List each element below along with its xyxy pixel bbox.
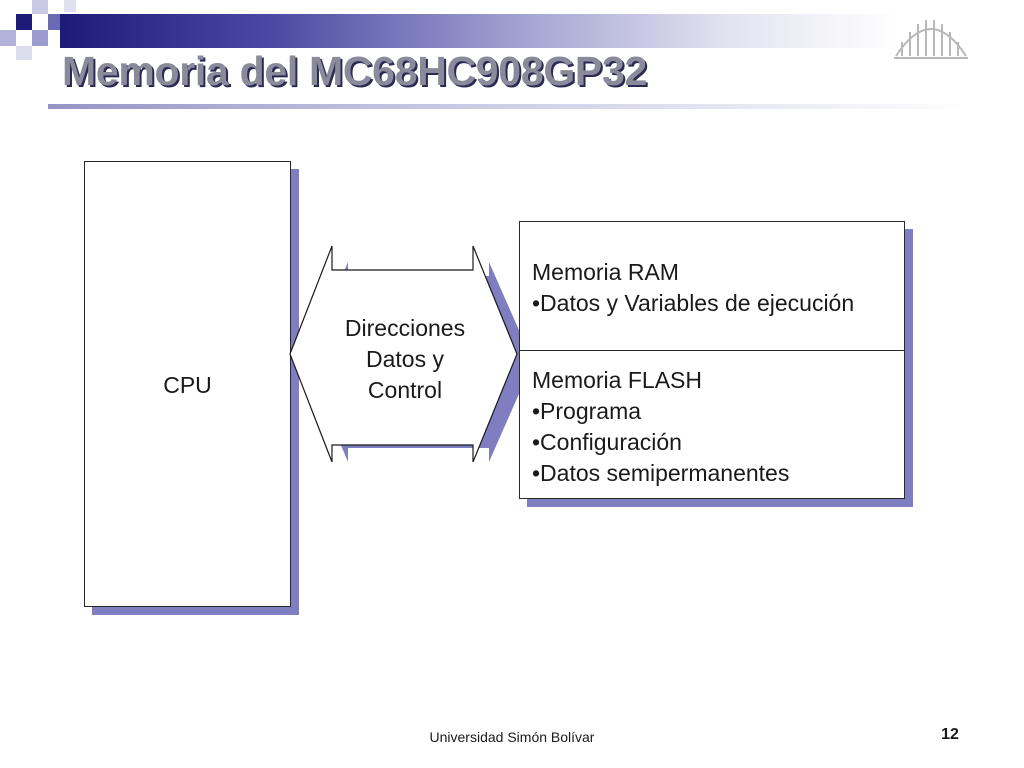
bus-label-line: Control xyxy=(367,377,443,403)
bus-label-line: Datos y xyxy=(366,346,444,372)
page-number: 12 xyxy=(941,726,959,743)
cpu-box: CPU xyxy=(84,161,291,607)
decor-square xyxy=(16,46,32,60)
decor-square xyxy=(32,0,48,14)
title-underline xyxy=(48,104,968,109)
ram-title: Memoria RAM xyxy=(532,259,679,285)
bus-label: Direcciones Datos y Control xyxy=(330,313,480,406)
decor-square xyxy=(64,0,76,12)
memory-divider xyxy=(520,350,904,351)
memory-box: Memoria RAM •Datos y Variables de ejecuc… xyxy=(519,221,905,499)
footer-university: Universidad Simón Bolívar xyxy=(429,729,595,745)
flash-section: Memoria FLASH •Programa •Configuración •… xyxy=(532,365,900,489)
university-logo-icon xyxy=(894,20,968,59)
bus-label-line: Direcciones xyxy=(344,315,466,341)
flash-title: Memoria FLASH xyxy=(532,367,702,393)
bus-arrow-shape xyxy=(289,245,518,463)
flash-item: •Configuración xyxy=(532,429,682,455)
ram-item: •Datos y Variables de ejecución xyxy=(532,290,855,316)
header-band xyxy=(60,14,900,48)
page-title: Memoria del MC68HC908GP32 xyxy=(62,48,647,94)
flash-item: •Programa xyxy=(532,398,642,424)
cpu-label: CPU xyxy=(163,372,212,398)
decor-square xyxy=(0,30,16,46)
decor-square xyxy=(16,14,32,30)
ram-section: Memoria RAM •Datos y Variables de ejecuc… xyxy=(532,257,900,319)
flash-item: •Datos semipermanentes xyxy=(532,460,790,486)
bus-arrow xyxy=(289,245,533,463)
decor-square xyxy=(32,30,48,46)
